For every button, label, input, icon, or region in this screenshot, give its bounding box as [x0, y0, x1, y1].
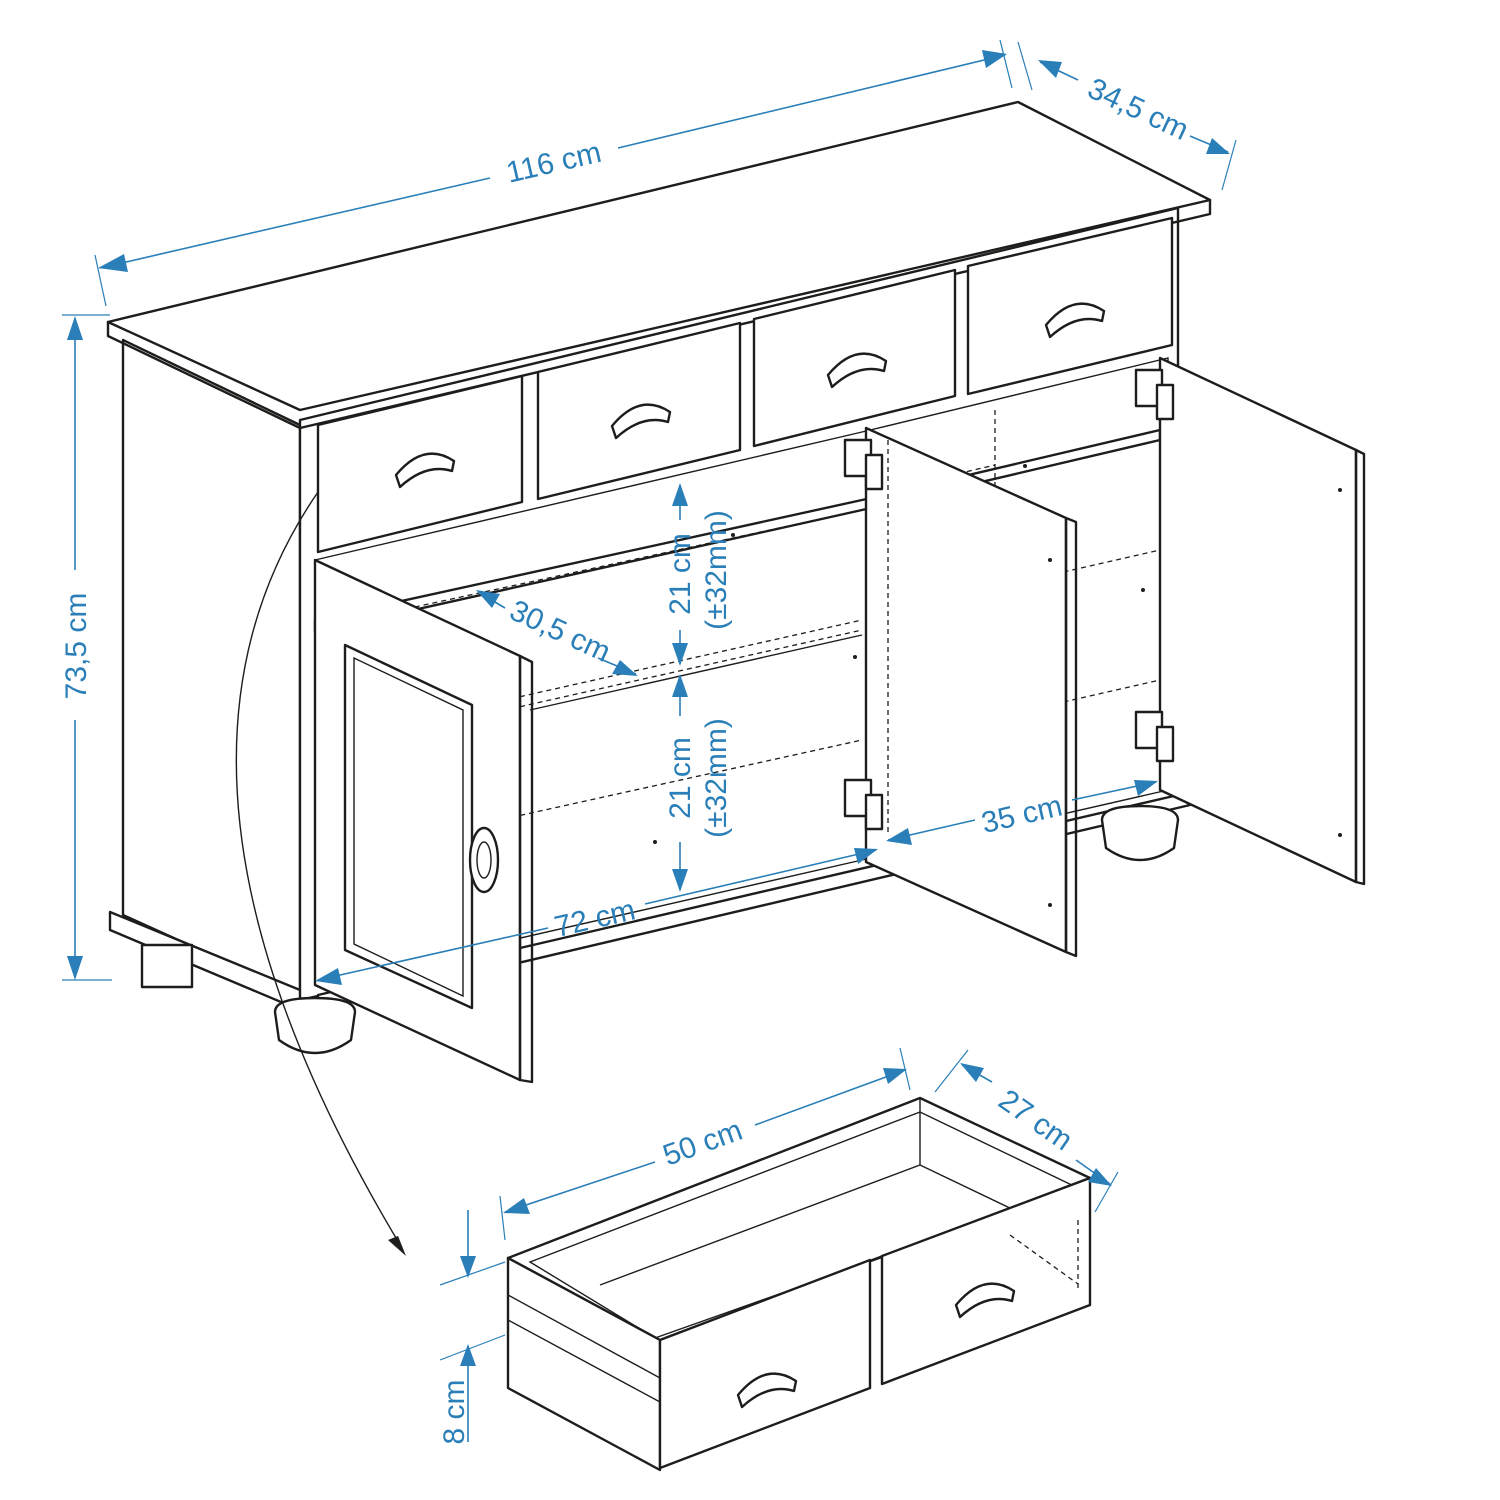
hinge-icon	[843, 438, 884, 491]
extension-line	[999, 39, 1013, 89]
middle-door	[864, 426, 1068, 954]
drawer-side-line	[507, 1319, 661, 1403]
label-compartment-upper-adj: (±32mm)	[700, 510, 733, 630]
extension-line	[94, 254, 107, 307]
arrow-icon	[672, 483, 688, 506]
dim-line-drawer-width	[504, 1161, 656, 1213]
dim-line-inner-width	[644, 849, 877, 905]
cup-handle-icon	[736, 1372, 798, 1409]
right-door	[1158, 356, 1358, 884]
hinge-arm	[1155, 725, 1175, 763]
cup-handle-icon	[610, 403, 672, 440]
dim-line-width	[99, 177, 491, 269]
label-height: 73,5 cm	[60, 593, 93, 700]
arrow-icon	[503, 1198, 530, 1214]
drawer-2	[536, 321, 742, 501]
drawer-3	[752, 268, 957, 448]
door-knob-inner	[476, 841, 492, 879]
arrow-icon	[67, 316, 83, 340]
arrow-icon	[476, 590, 500, 608]
label-width: 116 cm	[503, 136, 604, 190]
arrow-icon	[612, 660, 638, 676]
drawer-handles	[394, 302, 1106, 489]
hinge-arm	[1155, 383, 1175, 421]
label-drawer-height: 8 cm	[438, 1379, 471, 1444]
extension-line	[439, 1334, 506, 1361]
front-foot-right	[1100, 804, 1180, 862]
extension-line	[1221, 139, 1237, 191]
front-foot-left	[273, 996, 357, 1055]
dim-line-drawer-width	[754, 1069, 906, 1126]
cup-handle-icon	[394, 452, 456, 489]
extension-line	[1017, 41, 1033, 91]
hinge-icon	[843, 778, 884, 831]
drawer-front-panel	[880, 1176, 1092, 1386]
arrow-icon	[315, 968, 342, 985]
label-compartment-upper: 21 cm	[664, 533, 697, 615]
dimension-lines	[62, 39, 1237, 1442]
dim-line-width	[617, 54, 1006, 149]
drawer-swing-arc	[235, 491, 403, 1249]
arrow-icon	[460, 1344, 476, 1366]
cup-handle-icon	[1044, 302, 1106, 339]
label-compartment-lower: 21 cm	[664, 737, 697, 819]
cup-handle-icon	[954, 1282, 1016, 1319]
door-glass-frame	[343, 643, 474, 1010]
drawer-detail-drawing	[506, 1096, 1092, 1472]
arrow-icon	[883, 1068, 907, 1084]
arrow-icon	[1088, 1168, 1112, 1186]
arrow-icon	[672, 643, 688, 666]
arrow-icon	[854, 848, 878, 864]
extension-line	[934, 1049, 969, 1093]
sideboard-drawing	[106, 100, 1366, 1256]
arrow-icon	[960, 1063, 984, 1082]
drawer-front-panel	[658, 1258, 872, 1470]
right-door-edge	[1354, 448, 1366, 886]
arrow-icon	[886, 828, 912, 845]
arrow-icon	[1134, 780, 1158, 796]
cabinet-side-panel	[121, 338, 302, 997]
cup-handle-icon	[826, 352, 888, 389]
drawer-side	[506, 1256, 662, 1472]
back-left-foot	[140, 943, 194, 989]
arrow-icon	[460, 1256, 476, 1278]
cabinet-top-edge	[106, 198, 1212, 430]
hinge-arm	[864, 793, 884, 831]
shelf-pin-holes	[653, 464, 1342, 907]
arrow-icon	[982, 50, 1007, 68]
door-knob-icon	[468, 826, 500, 894]
arrow-icon	[67, 956, 83, 980]
shelf-front-edge	[529, 634, 863, 711]
arrow-icon	[1038, 60, 1062, 78]
arc-arrow-icon	[388, 1236, 406, 1256]
label-drawer-width: 50 cm	[659, 1114, 747, 1173]
glazed-door-edge	[518, 654, 534, 1084]
middle-door-edge	[1064, 516, 1078, 958]
hinge-arm	[864, 453, 884, 491]
extension-line	[439, 1261, 506, 1286]
arrow-icon	[98, 254, 128, 272]
drawer-side-line	[507, 1294, 661, 1379]
arrow-icon	[672, 869, 688, 892]
extension-line	[1094, 1171, 1119, 1213]
hidden-line	[1009, 1234, 1079, 1285]
dim-line-inner-width	[317, 927, 549, 981]
label-depth: 34,5 cm	[1083, 72, 1194, 147]
hinge-icon	[1134, 710, 1175, 763]
extension-line	[499, 1195, 506, 1241]
arrow-icon	[672, 674, 688, 697]
hinge-icon	[1134, 368, 1175, 421]
label-compartment-lower-adj: (±32mm)	[700, 718, 733, 838]
drawer-1	[316, 374, 524, 554]
arrow-icon	[1206, 138, 1230, 154]
door-glass-pane	[353, 656, 464, 998]
